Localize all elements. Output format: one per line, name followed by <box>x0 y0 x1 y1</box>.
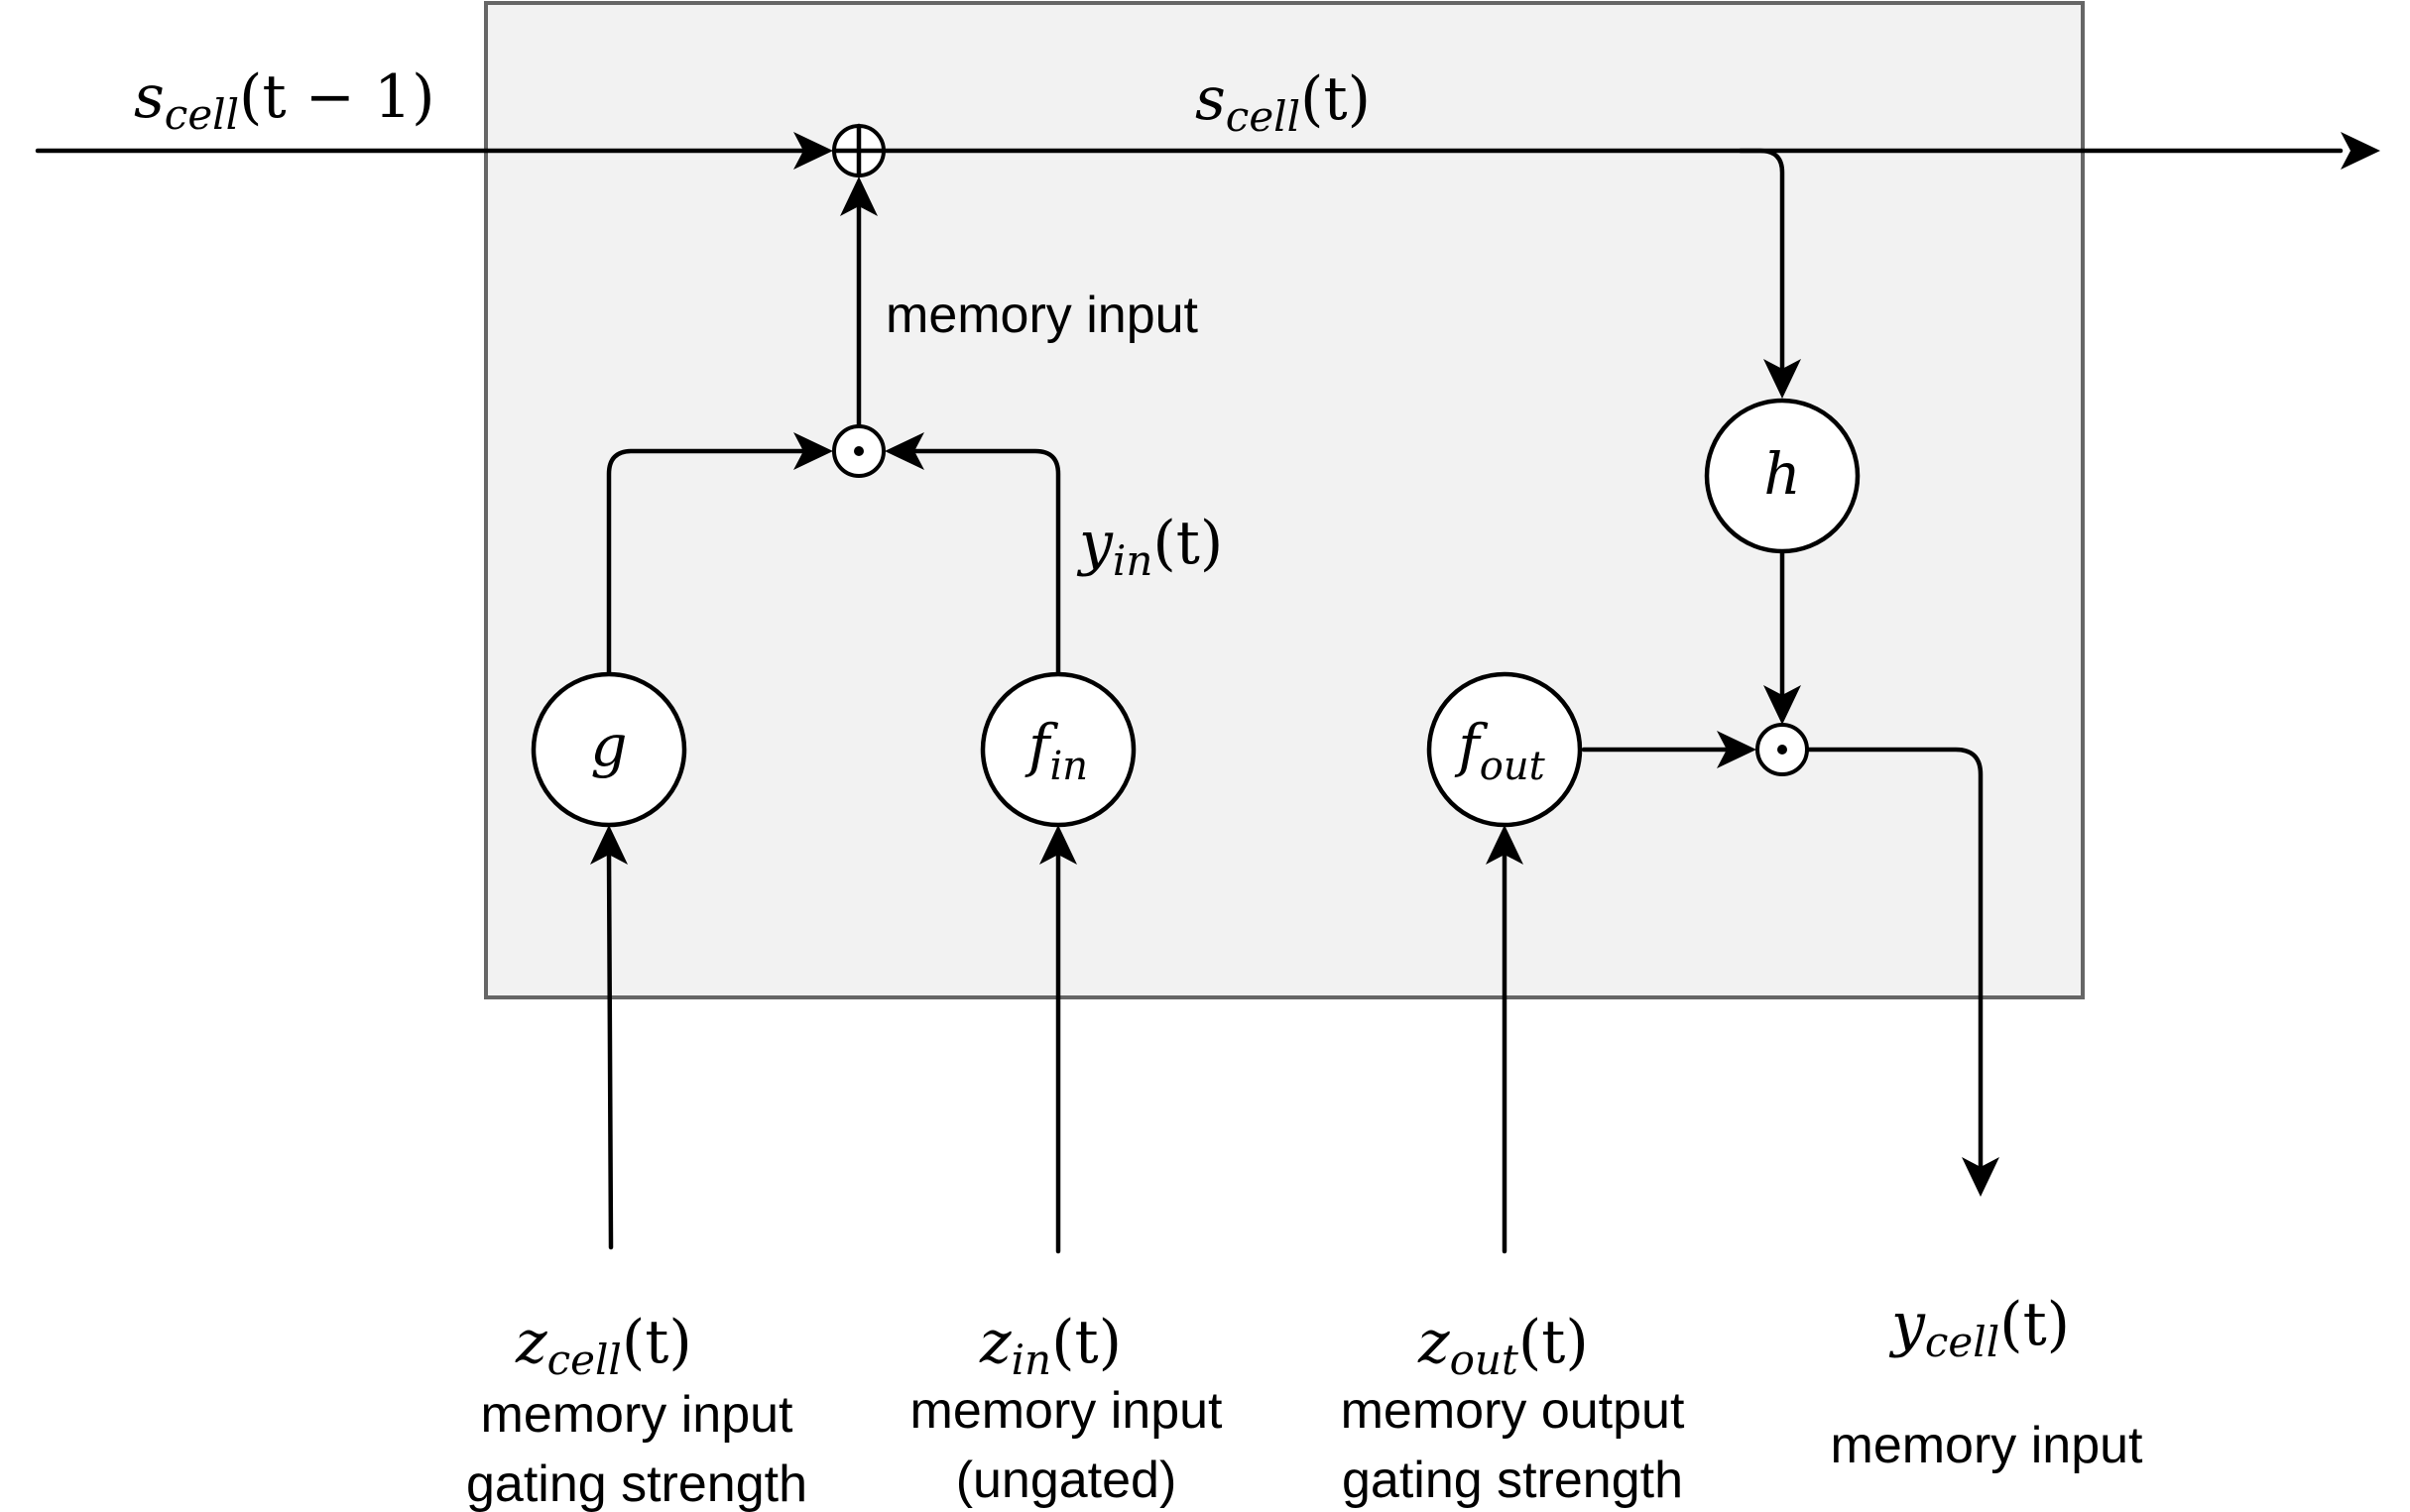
arrowhead-f-in-into-product <box>885 432 924 470</box>
z-in-caption-line1: memory input <box>910 1382 1224 1440</box>
z-cell-caption-line2: gating strength <box>466 1455 807 1512</box>
h-node: h <box>1704 398 1861 554</box>
memory-input-top-label: memory input <box>886 287 1199 344</box>
z-cell-caption-line1: memory input <box>481 1386 794 1444</box>
g-node: g <box>531 671 687 828</box>
z-cell-label: zcell(t) <box>515 1308 692 1384</box>
arrowhead-h-into-product <box>1763 685 1801 725</box>
z-out-caption-line2: gating strength <box>1342 1452 1683 1509</box>
cell-output-line <box>1805 747 1984 1173</box>
arrowhead-f-out-into-product <box>1717 731 1756 768</box>
arrowhead-into-f-in <box>1039 825 1077 865</box>
y-in-label: yin(t) <box>1076 509 1223 585</box>
arrowhead-into-h <box>1763 359 1801 399</box>
arrowhead-g-into-product <box>793 432 833 470</box>
h-node-label: h <box>1763 440 1800 508</box>
z-in-caption-line2: (ungated) <box>956 1452 1177 1509</box>
arrowhead-into-sum-left <box>793 132 833 170</box>
input-product-operator <box>832 424 886 478</box>
cell-state-to-h-line <box>1738 148 1785 375</box>
y-cell-caption-line1: memory input <box>1831 1417 2144 1474</box>
y-cell-label: ycell(t) <box>1888 1290 2070 1366</box>
z-out-caption-line1: memory output <box>1341 1382 1685 1440</box>
f-out-node-label: fout <box>1454 712 1545 789</box>
f-in-node: fin <box>980 671 1137 828</box>
g-node-label: g <box>590 712 627 779</box>
output-product-operator <box>1755 723 1809 776</box>
arrowhead-into-sum-bottom <box>840 176 878 216</box>
f-in-output-line <box>909 448 1061 677</box>
g-output-line <box>606 448 808 677</box>
arrowhead-into-g <box>590 825 628 865</box>
arrowhead-cell-output <box>1962 1157 1999 1197</box>
arrowhead-cell-state-out <box>2341 132 2380 170</box>
z-cell-input-line <box>606 850 614 1250</box>
sum-operator <box>831 123 887 178</box>
f-out-node: fout <box>1426 671 1583 828</box>
z-out-label: zout(t) <box>1417 1308 1589 1384</box>
arrowhead-into-f-out <box>1486 825 1523 865</box>
s-cell-now-label: scell(t) <box>1195 64 1371 141</box>
s-cell-prev-label: scell(t − 1) <box>134 62 435 139</box>
z-in-label: zin(t) <box>979 1308 1122 1384</box>
